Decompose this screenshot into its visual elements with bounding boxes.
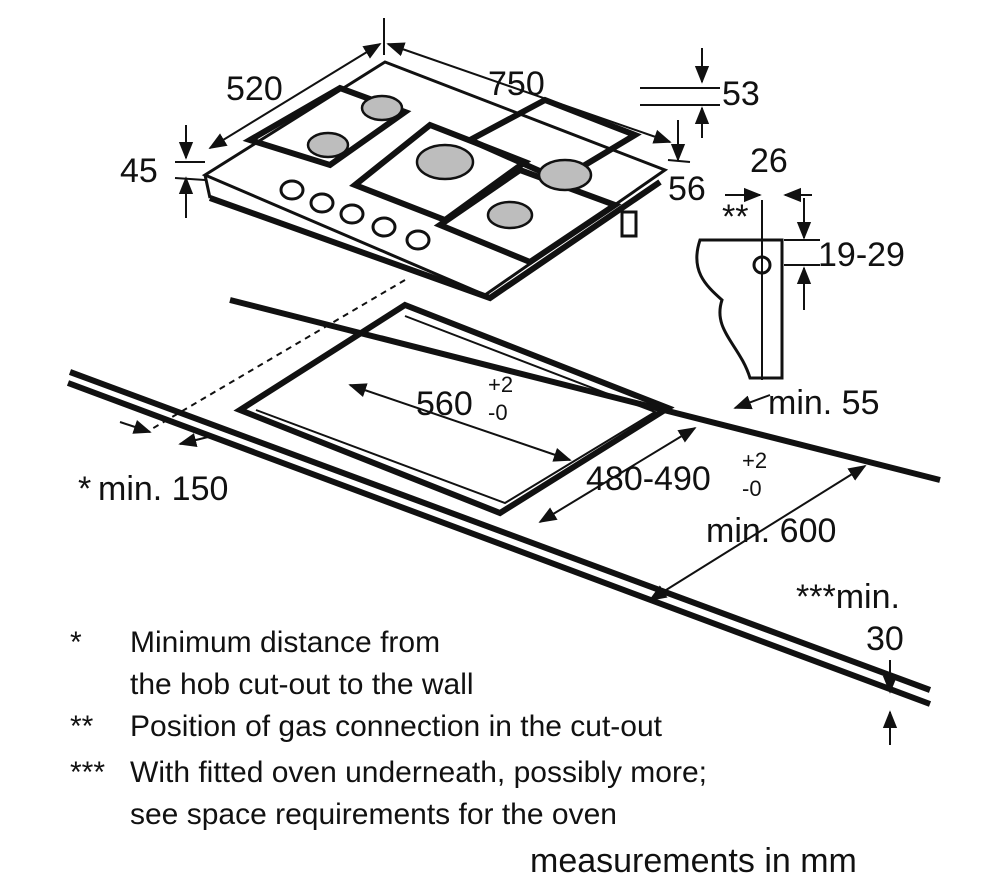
gas-connection-detail: [695, 200, 784, 380]
note-1-line-2: the hob cut-out to the wall: [130, 668, 474, 701]
side-offset-label: 56: [668, 170, 706, 208]
min-thickness-label-1: ***min.: [796, 578, 900, 616]
note-1-marker: *: [70, 626, 82, 659]
min-front-label: min. 55: [768, 384, 880, 422]
min-wall-label: min. 150: [98, 470, 228, 508]
note-3-line-2: see space requirements for the oven: [130, 798, 617, 831]
cutout-depth-tol-minus: -0: [742, 476, 762, 501]
cutout-depth-tol-plus: +2: [742, 448, 767, 473]
height-label: 45: [120, 152, 158, 190]
cutout-depth-label: 480-490: [586, 460, 711, 498]
width-label: 750: [488, 65, 545, 103]
note-2-marker: **: [70, 710, 94, 743]
min-wall-marker: *: [78, 470, 91, 508]
gas-vertical-label: 19-29: [818, 236, 905, 274]
note-2-line-1: Position of gas connection in the cut-ou…: [130, 710, 663, 743]
top-offset-label: 53: [722, 75, 760, 113]
units-note: measurements in mm: [530, 842, 857, 880]
footnotes: * Minimum distance from the hob cut-out …: [70, 626, 707, 831]
gas-marker-label: **: [722, 198, 748, 236]
dimension-lines: [119, 18, 898, 745]
gas-horizontal-label: 26: [750, 142, 788, 180]
min-worktop-label: min. 600: [706, 512, 836, 550]
note-3-marker: ***: [70, 756, 105, 789]
depth-label: 520: [226, 70, 283, 108]
cutout-width-tol-minus: -0: [488, 400, 508, 425]
cutout-width-label: 560: [416, 385, 473, 423]
min-thickness-label-2: 30: [866, 620, 904, 658]
note-3-line-1: With fitted oven underneath, possibly mo…: [130, 756, 707, 789]
note-1-line-1: Minimum distance from: [130, 626, 440, 659]
cutout-width-tol-plus: +2: [488, 372, 513, 397]
control-knob-icon: [279, 179, 431, 251]
